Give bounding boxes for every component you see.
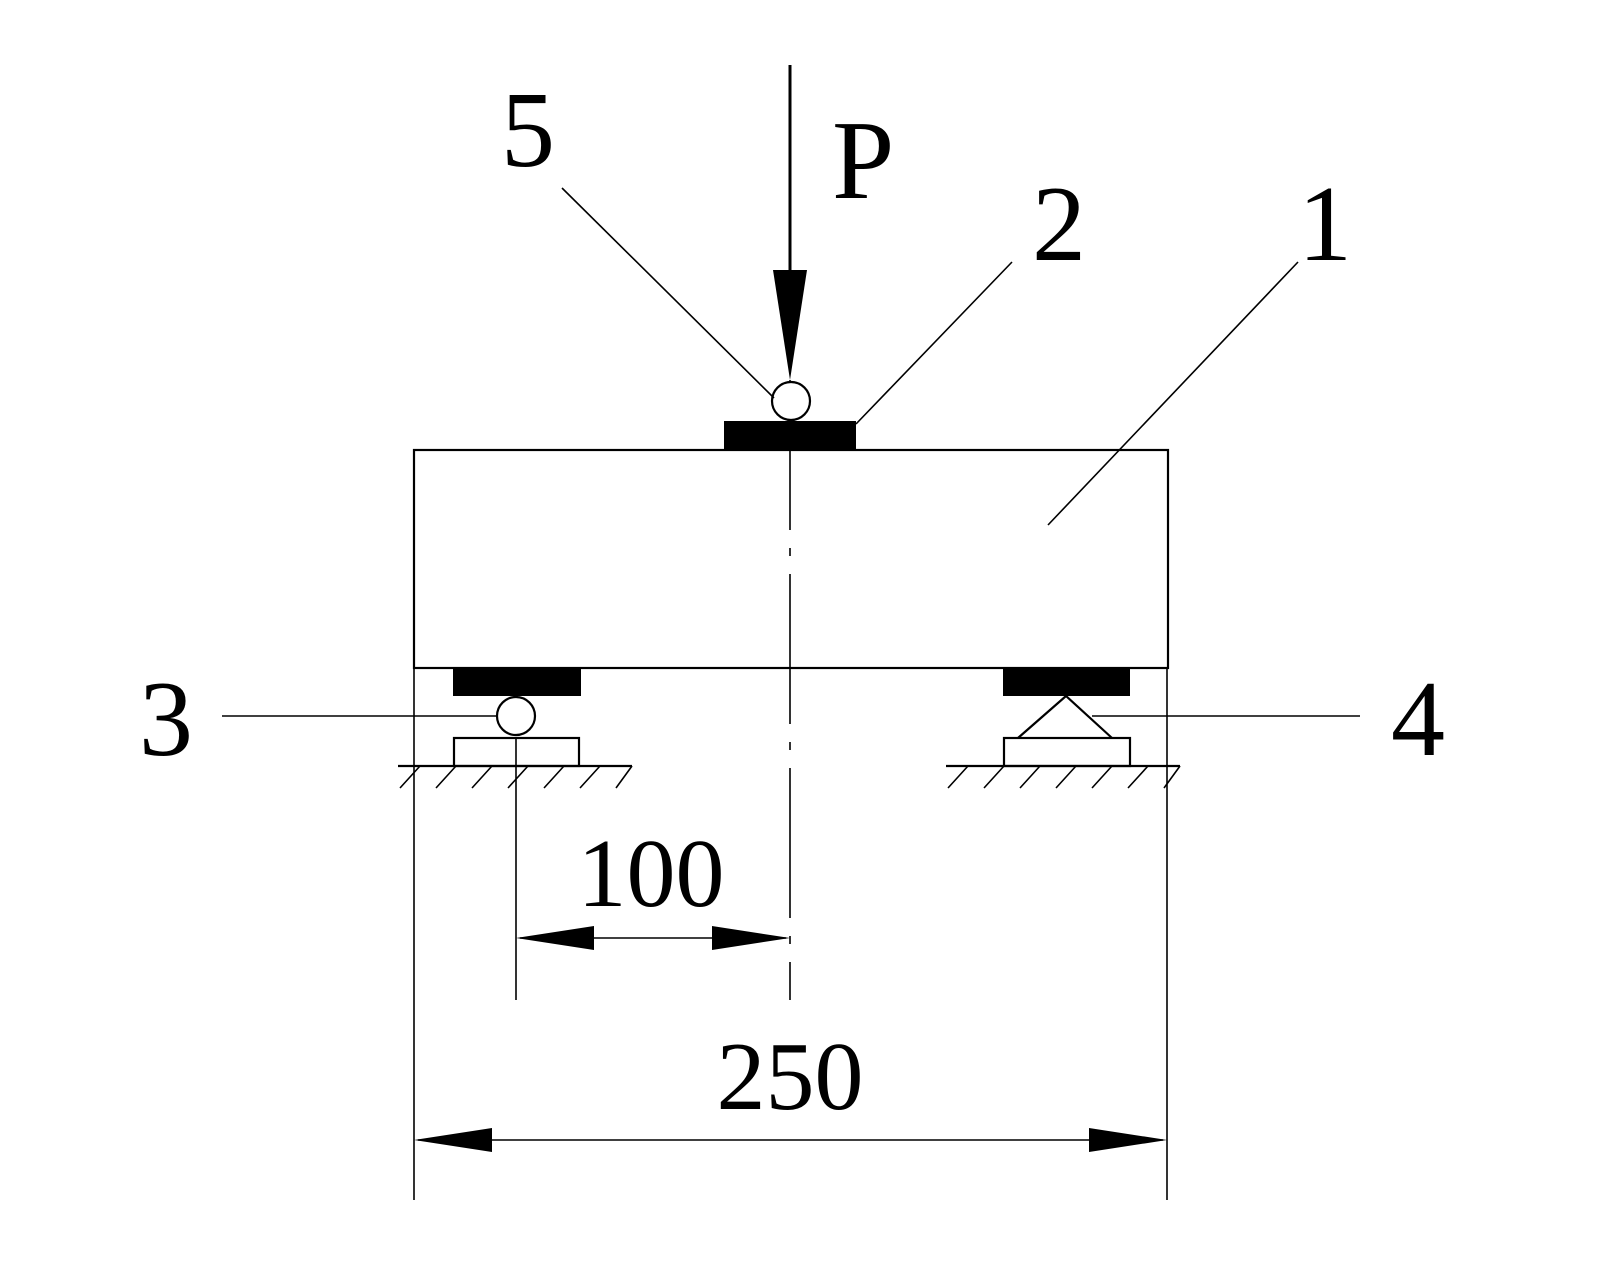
support-roller bbox=[495, 695, 537, 737]
callout-4: 4 bbox=[1391, 660, 1445, 779]
callout-3: 3 bbox=[139, 660, 193, 779]
pin-support bbox=[1002, 694, 1132, 768]
right-ground bbox=[946, 764, 1181, 789]
leader-line-5 bbox=[561, 187, 775, 399]
left-ground bbox=[398, 764, 633, 789]
load-roller bbox=[770, 380, 812, 422]
callout-5: 5 bbox=[501, 71, 555, 190]
dimension-load-offset-label: 100 bbox=[578, 820, 725, 928]
dimension-load-offset bbox=[516, 926, 790, 950]
dimension-span bbox=[414, 1128, 1167, 1152]
right-bottom-pad bbox=[1003, 669, 1130, 696]
leader-line-2 bbox=[855, 261, 1013, 425]
callout-2: 2 bbox=[1032, 165, 1086, 284]
left-bottom-pad bbox=[453, 669, 581, 696]
top-pad bbox=[724, 421, 856, 450]
load-label: P bbox=[832, 99, 894, 223]
specimen-beam bbox=[412, 448, 1170, 670]
load-arrow bbox=[773, 65, 807, 380]
callout-1: 1 bbox=[1298, 165, 1352, 284]
dimension-span-label: 250 bbox=[717, 1023, 864, 1131]
leader-line-1 bbox=[1047, 261, 1299, 526]
